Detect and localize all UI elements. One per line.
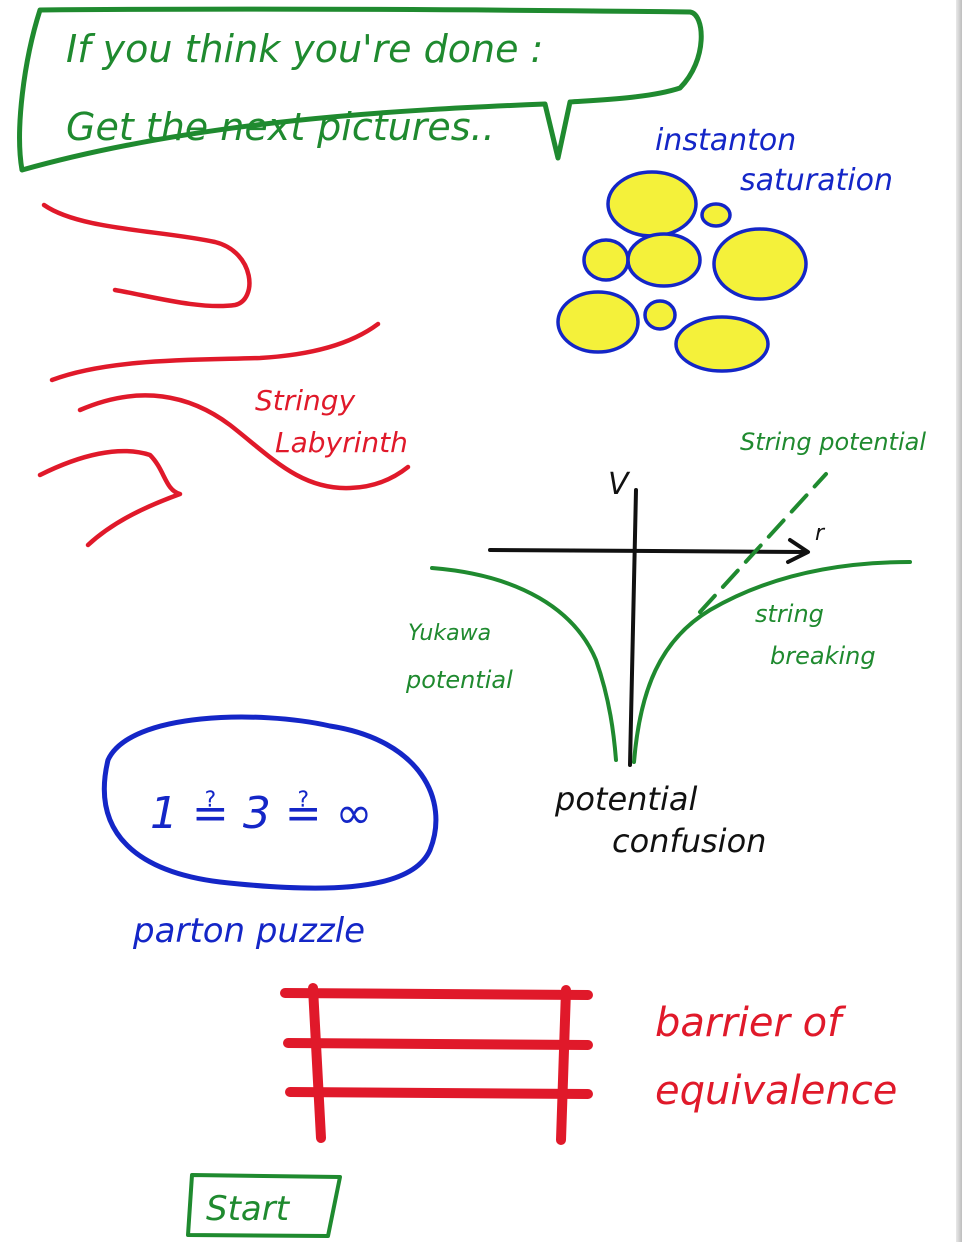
instanton-label-line-2: saturation	[740, 163, 893, 198]
start-button-label[interactable]: Start	[206, 1189, 291, 1229]
instanton-blob	[558, 292, 638, 352]
stringy-label-line-1: Stringy	[255, 384, 356, 417]
yukawa-label-line-2: potential	[405, 666, 513, 694]
barrier-label-line-1: barrier of	[655, 1000, 847, 1046]
page-edge-shadow	[956, 0, 962, 1242]
fence-rail	[288, 1043, 588, 1045]
instanton-blobs	[558, 172, 806, 371]
instanton-blob	[645, 301, 675, 329]
string-potential-dashed-line	[700, 474, 826, 612]
banner: If you think you're done : Get the next …	[20, 9, 702, 170]
labyrinth-string	[44, 205, 249, 306]
instanton-blob	[584, 240, 628, 280]
axis-label-v: V	[608, 467, 631, 502]
barrier-fence	[285, 988, 588, 1140]
barrier-of-equivalence: barrier of equivalence	[285, 988, 897, 1140]
parton-equation: 1 ≟ 3 ≟ ∞	[150, 788, 372, 839]
fence-post	[313, 988, 321, 1138]
banner-line-2: Get the next pictures..	[66, 105, 495, 149]
string-potential-label: String potential	[740, 428, 926, 456]
parton-puzzle: 1 ≟ 3 ≟ ∞ parton puzzle	[104, 717, 436, 951]
string-breaking-label-line-1: string	[755, 600, 824, 628]
yukawa-label-line-1: Yukawa	[408, 621, 491, 646]
potential-graph: V r String potential Yukawa potential st…	[405, 428, 926, 860]
instanton-blob	[702, 204, 730, 226]
labyrinth-string	[52, 324, 378, 380]
start-button[interactable]: Start	[188, 1175, 340, 1236]
v-axis	[630, 490, 636, 765]
instanton-blob	[714, 229, 806, 299]
stringy-labyrinth: Stringy Labyrinth	[40, 205, 408, 545]
fence-rail	[285, 993, 588, 995]
potential-confusion-line-1: potential	[554, 780, 697, 818]
labyrinth-strings	[40, 205, 408, 545]
potential-confusion-line-2: confusion	[612, 822, 766, 860]
axis-label-r: r	[815, 521, 826, 546]
instanton-label-line-1: instanton	[655, 123, 796, 158]
instanton-saturation: instanton saturation	[558, 123, 893, 371]
banner-line-1: If you think you're done :	[66, 27, 543, 71]
stringy-label-line-2: Labyrinth	[275, 426, 408, 459]
instanton-blob	[608, 172, 696, 236]
fence-rail	[290, 1092, 588, 1094]
fence-post	[561, 990, 566, 1140]
instanton-blob	[628, 234, 700, 286]
instanton-blob	[676, 317, 768, 371]
string-breaking-label-line-2: breaking	[770, 642, 876, 670]
labyrinth-string	[40, 451, 180, 545]
parton-puzzle-label: parton puzzle	[132, 911, 365, 951]
yukawa-curve	[432, 568, 616, 760]
barrier-label-line-2: equivalence	[655, 1068, 897, 1114]
